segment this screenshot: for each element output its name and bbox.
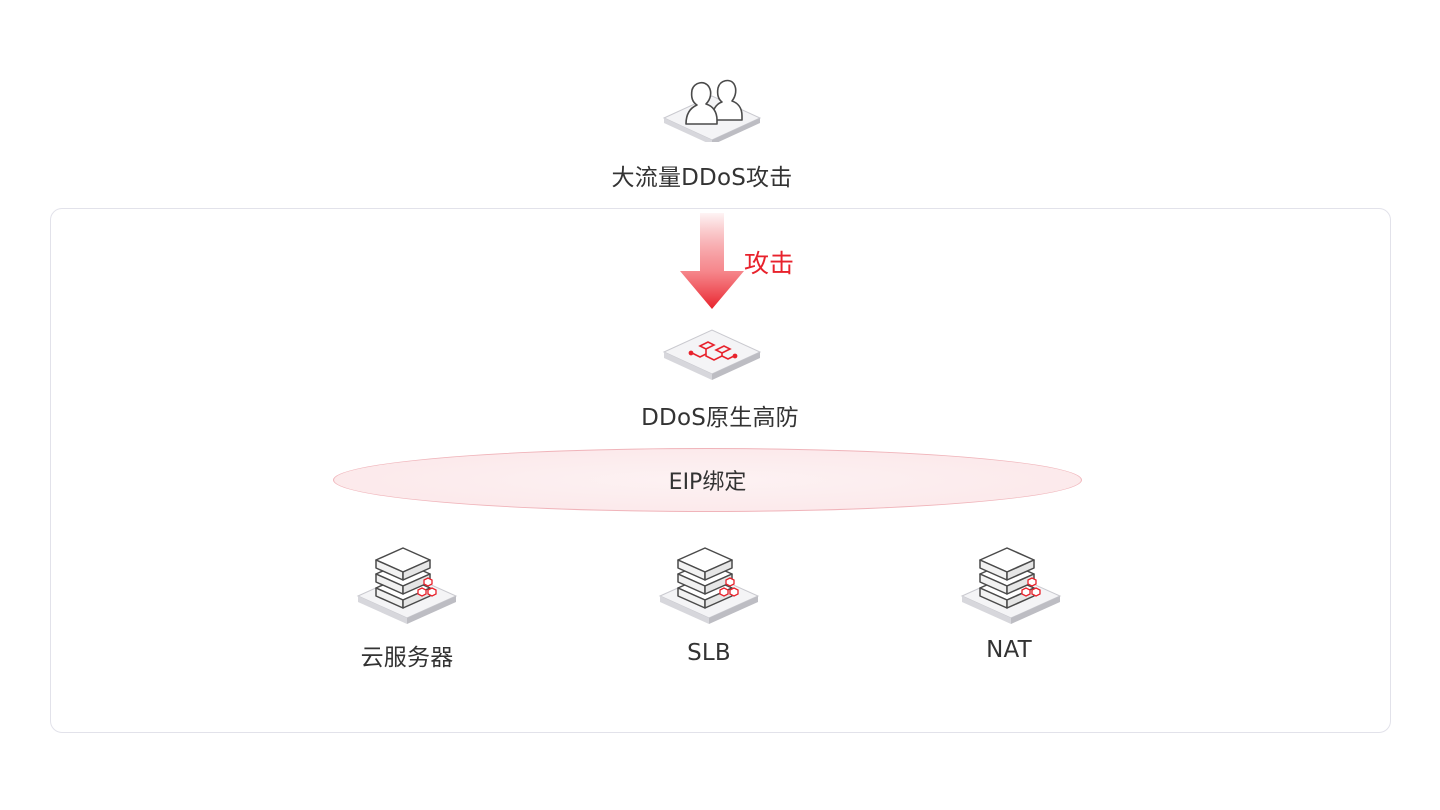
- network-icon: [662, 329, 762, 380]
- arrow-down-icon: [680, 213, 744, 309]
- server-icon: [960, 547, 1062, 624]
- ddos-protection-label: DDoS原生高防: [641, 405, 799, 431]
- target-label-nat: NAT: [986, 637, 1032, 663]
- target-label-slb: SLB: [687, 640, 731, 666]
- users-icon: [662, 79, 762, 142]
- target-label-ecs: 云服务器: [360, 645, 454, 671]
- ddos-source-label: 大流量DDoS攻击: [611, 165, 793, 191]
- server-icon: [658, 547, 760, 624]
- eip-binding-ellipse: EIP绑定: [333, 448, 1082, 512]
- attack-label: 攻击: [744, 249, 795, 278]
- eip-binding-label: EIP绑定: [668, 470, 747, 495]
- server-icon: [356, 547, 458, 624]
